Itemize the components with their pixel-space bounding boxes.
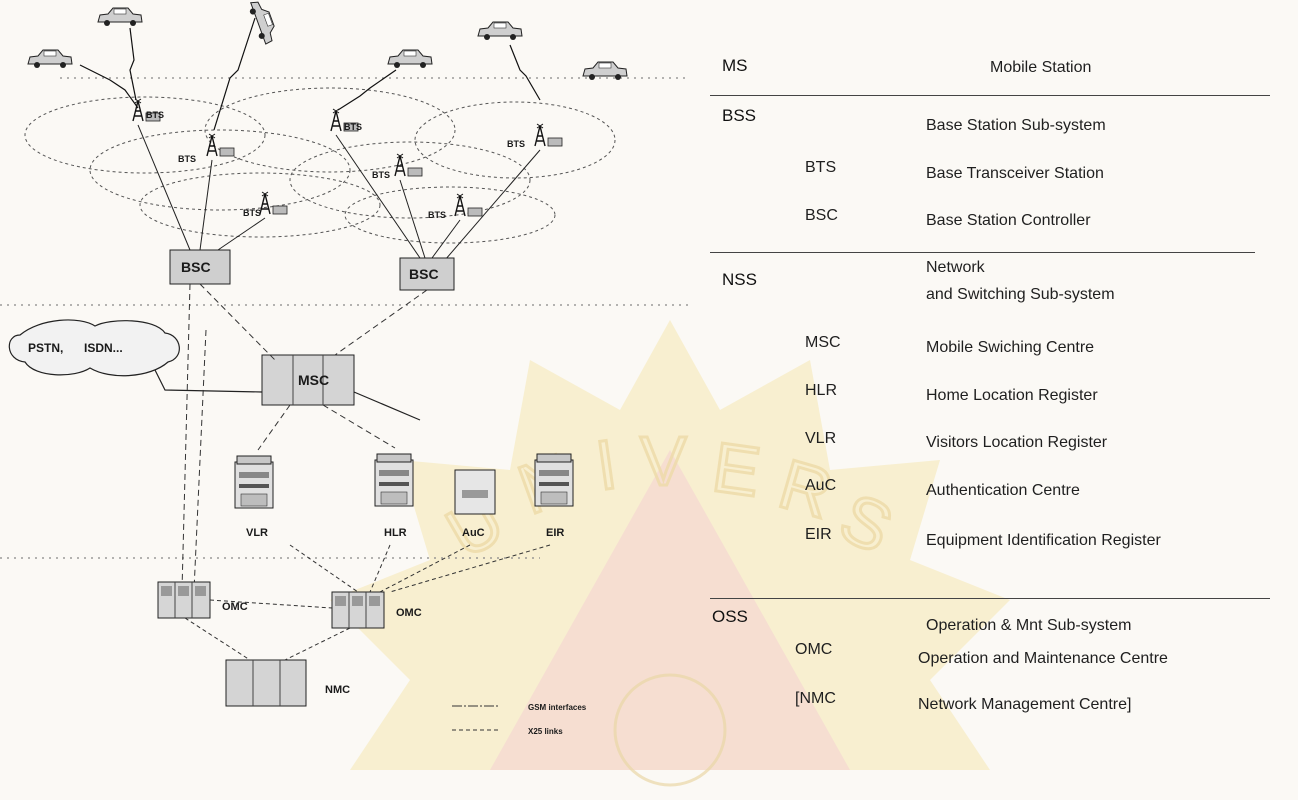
- bss-full: Base Station Sub-system: [926, 114, 1106, 138]
- vlr-full: Visitors Location Register: [926, 431, 1107, 455]
- bts-label: BTS: [344, 122, 362, 132]
- eir-abbr: EIR: [805, 526, 832, 544]
- bts-label: BTS: [428, 210, 446, 220]
- pstn-label: PSTN,: [28, 341, 63, 355]
- svg-text:E: E: [708, 428, 765, 512]
- omc-right: OMC: [332, 592, 422, 628]
- hlr-label: HLR: [384, 527, 407, 539]
- omc-label: OMC: [396, 607, 422, 619]
- vlr-abbr: VLR: [805, 430, 836, 448]
- rule-nss: [710, 252, 1255, 253]
- hlr-abbr: HLR: [805, 382, 837, 400]
- bsc-label: BSC: [181, 259, 211, 275]
- nmc-label: NMC: [325, 684, 350, 696]
- nmc-full: Network Management Centre]: [918, 693, 1131, 717]
- auc-abbr: AuC: [805, 477, 836, 495]
- msc-full: Mobile Swiching Centre: [926, 336, 1094, 360]
- legend-x25-label: X25 links: [528, 727, 563, 736]
- eir-server: [535, 454, 573, 506]
- nmc-abbr: [NMC: [795, 690, 836, 708]
- bts-label: BTS: [372, 170, 390, 180]
- legend-gsm-label: GSM interfaces: [528, 703, 587, 712]
- rule-oss: [710, 598, 1270, 599]
- bts-label: BTS: [243, 208, 261, 218]
- auc-full: Authentication Centre: [926, 479, 1080, 503]
- nss-full-line1: Network: [926, 256, 985, 280]
- bsc-right: BSC: [400, 258, 454, 290]
- nmc-cabinet: NMC: [226, 660, 350, 706]
- bts-full: Base Transceiver Station: [926, 162, 1104, 186]
- pstn-cloud: PSTN, ISDN...: [9, 320, 179, 376]
- omc-abbr: OMC: [795, 641, 832, 659]
- rule-bss: [710, 95, 1270, 96]
- isdn-label: ISDN...: [84, 341, 123, 355]
- legend: GSM interfaces X25 links: [452, 703, 587, 736]
- omc-left: OMC: [158, 582, 248, 618]
- oss-abbr: OSS: [712, 607, 748, 627]
- bsc-label: BSC: [409, 266, 439, 282]
- auc-server: [455, 470, 495, 514]
- bsc-left: BSC: [170, 250, 230, 284]
- vlr-server: [235, 456, 273, 508]
- omc-label: OMC: [222, 601, 248, 613]
- hlr-full: Home Location Register: [926, 384, 1098, 408]
- ms-full: Mobile Station: [990, 56, 1091, 80]
- msc-label: MSC: [298, 372, 329, 388]
- msc-cabinet: MSC: [262, 355, 354, 405]
- nss-abbr: NSS: [722, 270, 757, 290]
- svg-text:S: S: [829, 478, 904, 568]
- vlr-label: VLR: [246, 527, 268, 539]
- mobile-stations: [28, 0, 627, 80]
- bts-label: BTS: [178, 154, 196, 164]
- msc-abbr: MSC: [805, 334, 841, 352]
- bts-label: BTS: [146, 110, 164, 120]
- gsm-network-diagram: BTS BTS BTS BTS BTS BTS BTS BSC BSC PSTN…: [0, 0, 700, 746]
- nss-full-line2: and Switching Sub-system: [926, 283, 1115, 307]
- bsc-full: Base Station Controller: [926, 209, 1091, 233]
- hlr-server: [375, 454, 413, 506]
- auc-label: AuC: [462, 527, 485, 539]
- bts-label: BTS: [507, 139, 525, 149]
- bts-abbr: BTS: [805, 159, 836, 177]
- eir-full: Equipment Identification Register: [926, 529, 1161, 553]
- bsc-abbr: BSC: [805, 207, 838, 225]
- ms-abbr: MS: [722, 56, 748, 76]
- oss-full: Operation & Mnt Sub-system: [926, 614, 1131, 638]
- omc-full: Operation and Maintenance Centre: [918, 647, 1168, 671]
- eir-label: EIR: [546, 527, 564, 539]
- bss-abbr: BSS: [722, 106, 756, 126]
